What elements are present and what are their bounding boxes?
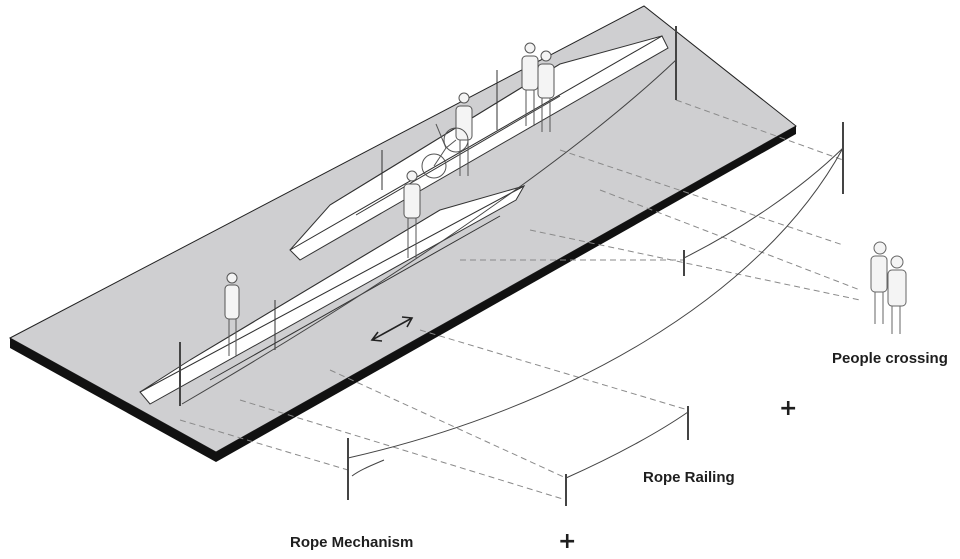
- rope-mechanism: [347, 122, 844, 500]
- plus-sign: +: [779, 396, 798, 421]
- rope-mechanism-label: Rope Mechanism: [290, 534, 414, 551]
- boat-back: [289, 35, 669, 261]
- projection-guides: [179, 99, 861, 501]
- person-silhouette-icon: [887, 255, 907, 334]
- bicycle-icon: [421, 123, 469, 179]
- person-silhouette-icon: [537, 50, 555, 132]
- person-silhouette-icon: [224, 272, 240, 356]
- person-silhouette-icon: [455, 92, 473, 176]
- people-crossing-label: People crossing: [832, 350, 948, 367]
- plus-sign: +: [558, 529, 577, 554]
- person-silhouette-icon: [870, 241, 888, 324]
- water-posts: [179, 26, 677, 406]
- rope-over-boats: [181, 59, 677, 405]
- person-silhouette-icon: [403, 170, 421, 258]
- rope-railing-label: Rope Railing: [643, 469, 735, 486]
- double-arrow-icon: [370, 316, 414, 342]
- rope-railing: [565, 147, 844, 506]
